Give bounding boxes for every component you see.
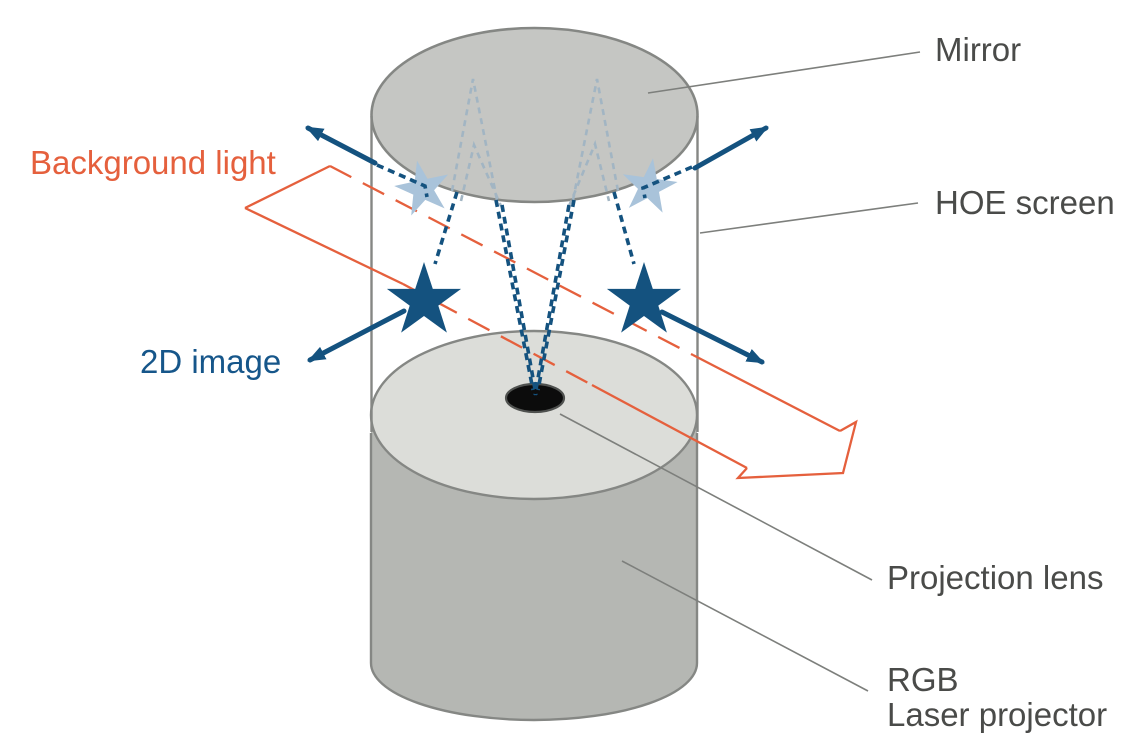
star-reflected-left	[394, 160, 449, 216]
leader-line-projection-lens	[559, 413, 873, 581]
label-rgb: RGB	[887, 661, 959, 698]
ray-bend-left	[376, 163, 429, 198]
label-2d-image: 2D image	[140, 343, 281, 380]
mirror-disc	[370, 26, 699, 204]
label-mirror: Mirror	[935, 31, 1021, 68]
leader-line-rgb-projector	[621, 560, 869, 692]
projector-body	[371, 415, 697, 720]
star-reflected-right	[622, 158, 678, 213]
light-exit-arrows	[305, 125, 769, 365]
label-background-light: Background light	[30, 144, 276, 181]
leader-line-hoe-screen	[699, 202, 919, 234]
exit-arrow-top-left	[305, 125, 378, 166]
exit-arrow-top-right	[692, 125, 769, 171]
ray-bend-right	[640, 165, 693, 199]
label-laser-projector: Laser projector	[887, 696, 1107, 733]
star-2d-image-left	[386, 262, 462, 333]
rgb-laser-projector	[369, 329, 699, 722]
star-2d-image-right	[606, 262, 682, 333]
leader-line-mirror	[647, 51, 921, 94]
label-projection-lens: Projection lens	[887, 559, 1103, 596]
background-light-arrowhead	[735, 419, 858, 480]
exit-arrow-mid-right	[659, 309, 765, 365]
laser-rays	[376, 163, 693, 396]
exit-arrow-mid-left	[307, 308, 407, 363]
mirror-reflection-rays	[450, 78, 620, 207]
label-hoe-screen: HOE screen	[935, 184, 1115, 221]
projector-body-outline	[369, 433, 699, 722]
